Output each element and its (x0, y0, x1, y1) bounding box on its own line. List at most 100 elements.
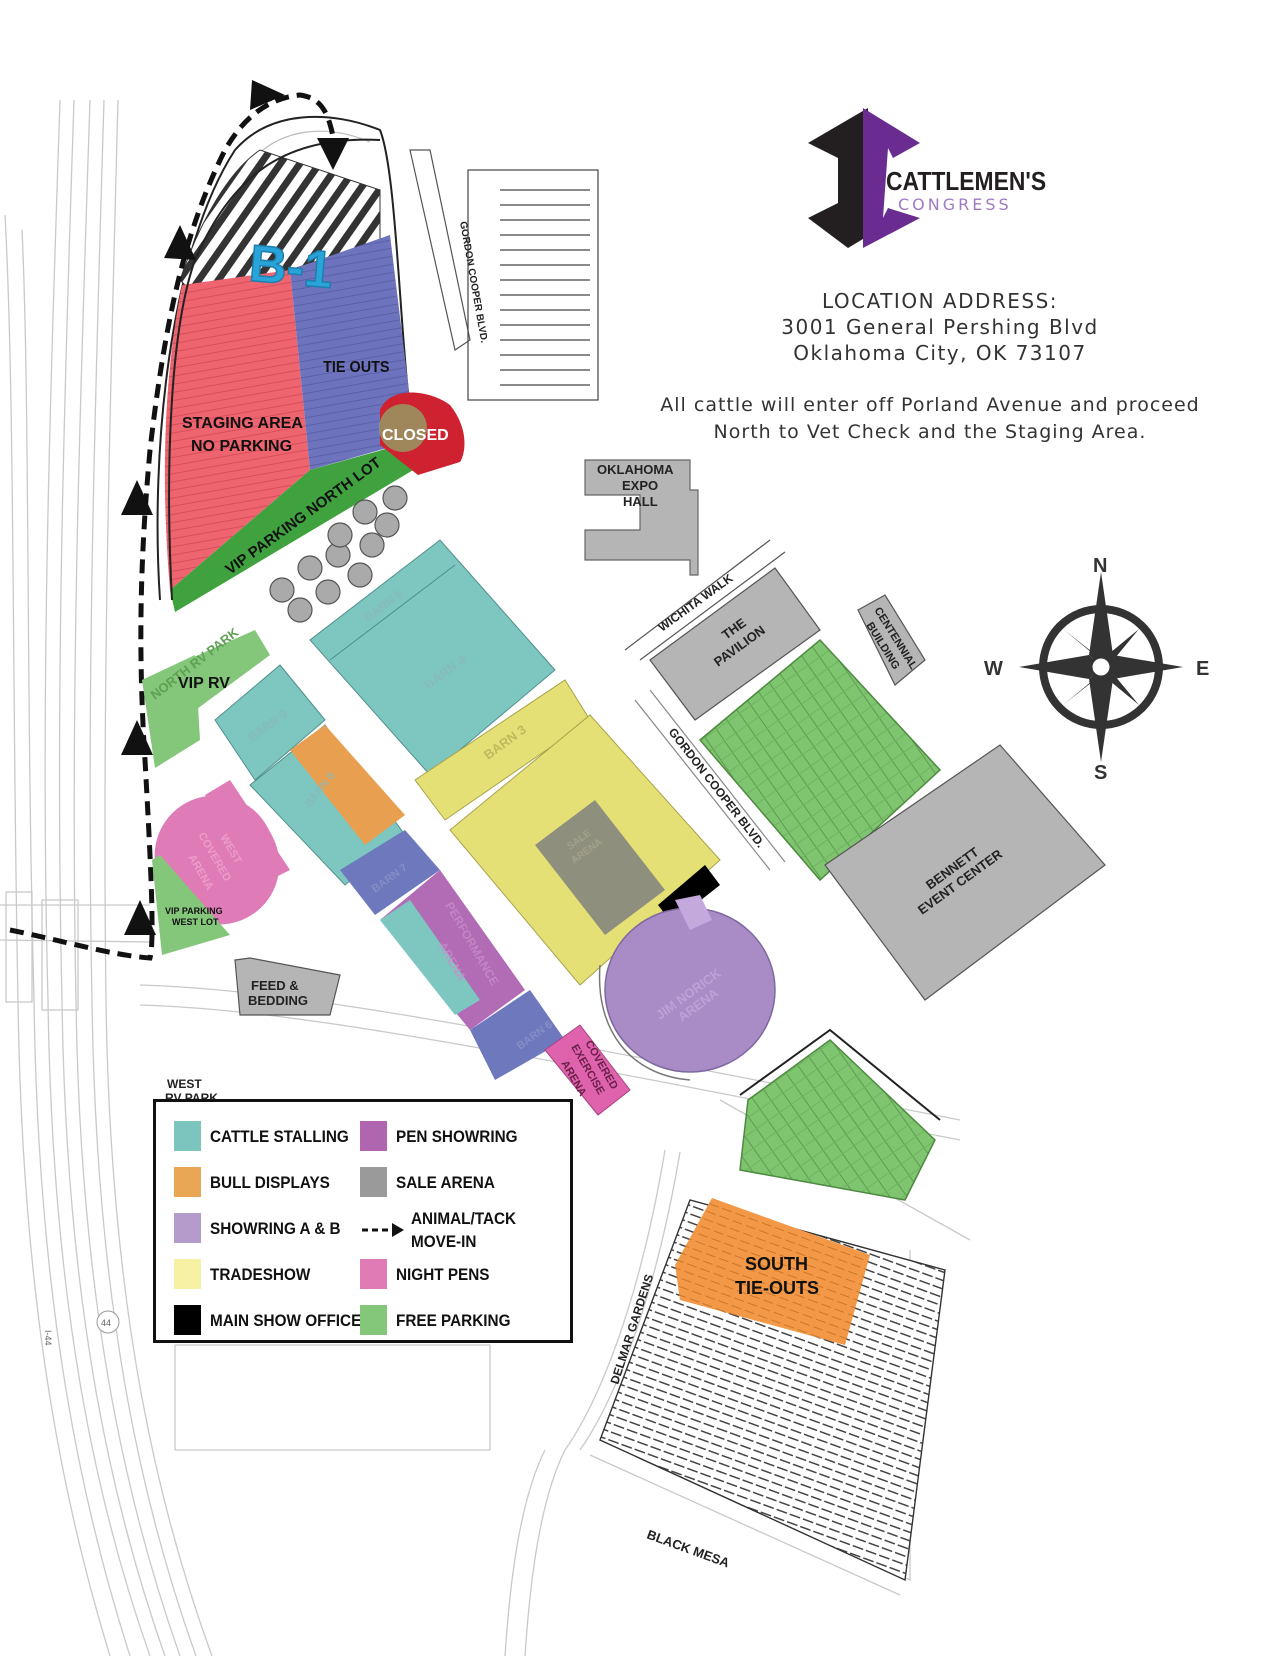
barn-5-4 (309, 539, 556, 776)
arrow-icon (121, 720, 153, 755)
barn-6 (470, 990, 565, 1080)
expo-hall-label-2: EXPO (622, 478, 658, 493)
south-east-free-parking (739, 1039, 936, 1201)
arrow-icon (317, 138, 349, 170)
south-tie-outs-zone (675, 1198, 870, 1345)
legend-swatch (174, 1213, 201, 1243)
address-line-1: 3001 General Pershing Blvd (781, 315, 1099, 339)
south-tie-outs-label-2: TIE-OUTS (735, 1278, 819, 1298)
arrow-icon (124, 900, 156, 935)
closed-label: CLOSED (382, 427, 449, 444)
legend-swatch (174, 1167, 201, 1197)
compass-e: E (1196, 658, 1209, 680)
move-in-route (9, 92, 338, 961)
east-free-parking (698, 638, 942, 882)
barn-7 (340, 830, 440, 915)
north-east-parking (467, 169, 599, 401)
vip-parking-west-lot (152, 855, 230, 955)
oklahoma-expo-hall (584, 459, 699, 576)
legend-swatch (174, 1259, 201, 1289)
vip-west-label-1: VIP PARKING (165, 906, 223, 916)
staging-area-label: STAGING AREA (182, 415, 303, 432)
south-tie-outs-label-1: SOUTH (745, 1254, 808, 1274)
covered-exercise-arena (544, 1024, 631, 1116)
legend-item: CATTLE STALLING (174, 1120, 364, 1152)
location-address: LOCATION ADDRESS: 3001 General Pershing … (740, 288, 1140, 366)
legend-swatch (360, 1121, 387, 1151)
centennial-building (857, 594, 926, 686)
legend-label: MAIN SHOW OFFICE (210, 1310, 362, 1330)
legend-label: PEN SHOWRING (396, 1126, 518, 1146)
staging-no-parking-label: NO PARKING (191, 438, 292, 455)
legend-label: TRADESHOW (210, 1264, 311, 1284)
black-mesa-label: BLACK MESA (645, 1527, 732, 1571)
entry-note-line-2: North to Vet Check and the Staging Area. (713, 421, 1147, 443)
main-show-office (658, 865, 720, 923)
arrow-icon (121, 480, 153, 515)
legend-item: MAIN SHOW OFFICE (174, 1304, 378, 1336)
cattlemens-congress-logo: CATTLEMEN'S CONGRESS (808, 108, 1078, 248)
legend-swatch (174, 1305, 201, 1335)
dashed-arrow-icon (362, 1223, 404, 1237)
bull-displays-zone (290, 725, 405, 845)
compass-n: N (1093, 555, 1107, 577)
legend-label: CATTLE STALLING (210, 1126, 349, 1146)
feed-bedding-label-2: BEDDING (248, 993, 308, 1008)
legend-item: PEN SHOWRING (360, 1120, 531, 1152)
legend-swatch (360, 1167, 387, 1197)
i44-label: I-44 (43, 1330, 53, 1346)
vip-parking-north-zone (170, 440, 430, 612)
arrow-icon (164, 225, 196, 260)
north-rv-park-zone (142, 655, 200, 768)
entry-instructions: All cattle will enter off Porland Avenue… (600, 392, 1260, 446)
highway-i44 (4, 99, 213, 1656)
west-rv-label-1: WEST (167, 1077, 202, 1091)
move-in-arrowheads (121, 80, 349, 935)
legend-swatch (360, 1259, 387, 1289)
map-legend: CATTLE STALLING BULL DISPLAYS SHOWRING A… (153, 1099, 573, 1343)
staging-area-zone (164, 270, 310, 590)
the-pavilion (649, 567, 821, 721)
legend-swatch (360, 1305, 387, 1335)
storage-tanks (269, 485, 408, 623)
legend-label: FREE PARKING (396, 1310, 511, 1330)
compass-rose-icon (1019, 572, 1183, 762)
legend-swatch (174, 1121, 201, 1151)
legend-label: SALE ARENA (396, 1172, 495, 1192)
legend-label-2: MOVE-IN (411, 1232, 477, 1251)
legend-label: ANIMAL/TACK (411, 1209, 517, 1228)
closed-marker-icon (379, 404, 427, 452)
vip-west-label-2: WEST LOT (172, 917, 219, 927)
bennett-event-center (824, 744, 1106, 1001)
arrow-icon (250, 80, 285, 110)
legend-item: SALE ARENA (360, 1166, 506, 1198)
brand-sub: CONGRESS (898, 195, 1012, 214)
sale-arena (535, 800, 665, 935)
legend-item: SHOWRING A & B (174, 1212, 355, 1244)
north-loop-road (156, 115, 421, 601)
legend-label: BULL DISPLAYS (210, 1172, 330, 1192)
interstate-shield-label: 44 (101, 1318, 111, 1328)
feed-bedding-building (234, 957, 341, 1016)
compass-s: S (1094, 762, 1107, 784)
expo-hall-label-3: HALL (623, 494, 658, 509)
compass-w: W (984, 658, 1003, 680)
legend-item: BULL DISPLAYS (174, 1166, 343, 1198)
legend-label: SHOWRING A & B (210, 1218, 341, 1238)
legend-label: NIGHT PENS (396, 1264, 490, 1284)
expo-hall-label-1: OKLAHOMA (597, 462, 674, 477)
barn-9 (214, 664, 326, 781)
b1-label: B-1 (247, 235, 336, 300)
entry-note-line-1: All cattle will enter off Porland Avenue… (660, 394, 1200, 416)
legend-item: TRADESHOW (174, 1258, 321, 1290)
feed-bedding-label-1: FEED & (251, 978, 299, 993)
gordon-cooper-north-label: GORDON COOPER BLVD. (457, 221, 489, 344)
cc-monogram-icon (808, 108, 920, 248)
address-line-2: Oklahoma City, OK 73107 (793, 341, 1087, 365)
tie-outs-label: TIE OUTS (323, 358, 389, 376)
address-heading: LOCATION ADDRESS: (821, 289, 1059, 313)
vip-rv-label: VIP RV (178, 675, 230, 692)
legend-item: NIGHT PENS (360, 1258, 500, 1290)
legend-item: FREE PARKING (360, 1304, 523, 1336)
